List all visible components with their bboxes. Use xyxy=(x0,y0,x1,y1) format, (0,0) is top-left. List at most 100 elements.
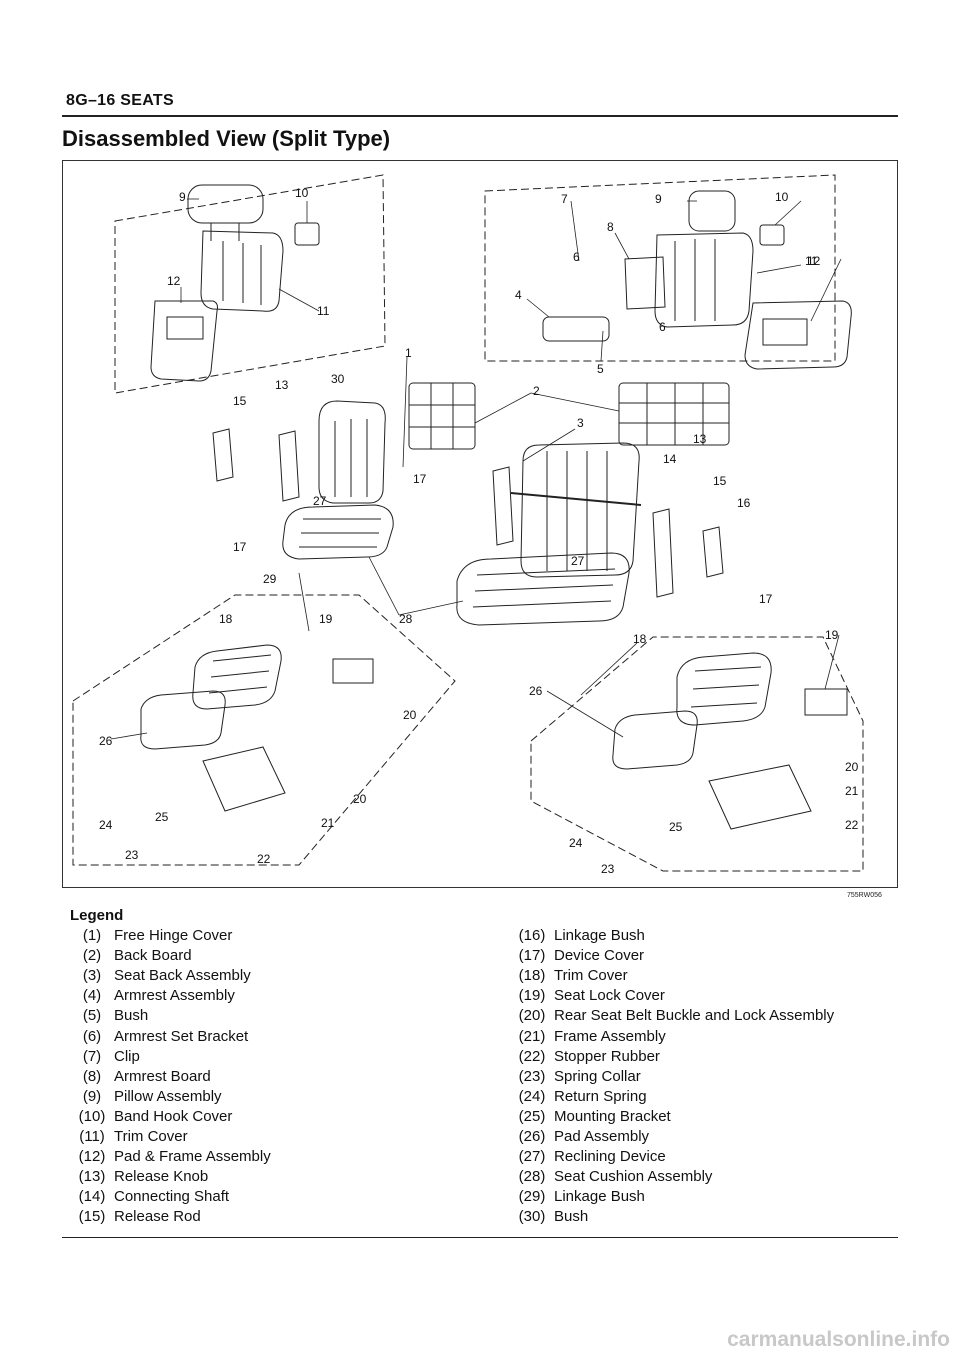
legend-item-number: (15) xyxy=(78,1208,106,1226)
callout-label: 22 xyxy=(257,852,271,866)
legend-item-label: Seat Cushion Assembly xyxy=(554,1168,713,1186)
seat-back-left xyxy=(318,400,386,504)
legend-item: (13)Release Knob xyxy=(70,1167,490,1187)
legend-item: (4)Armrest Assembly xyxy=(70,986,490,1006)
legend-item-number: (11) xyxy=(79,1128,105,1146)
callout-label: 1 xyxy=(405,346,412,360)
callout-label: 8 xyxy=(607,220,614,234)
legend-item-label: Trim Cover xyxy=(554,967,628,985)
legend-title: Legend xyxy=(70,907,124,924)
pad-assembly-lower-right xyxy=(612,710,698,770)
legend-item-label: Back Board xyxy=(114,947,192,965)
callout-label: 10 xyxy=(295,186,309,200)
callout-label: 30 xyxy=(331,372,345,386)
legend-item: (5) Bush xyxy=(70,1006,490,1026)
seat-cushion-left xyxy=(282,504,394,560)
legend-item-number: (2) xyxy=(82,947,102,965)
upper-right-group-outline xyxy=(484,174,836,362)
legend-item: (21) Frame Assembly xyxy=(510,1027,898,1047)
reclining-device-right xyxy=(652,508,674,598)
back-board-left xyxy=(408,382,476,450)
callout-label: 9 xyxy=(179,190,186,204)
legend-item-label: Linkage Bush xyxy=(554,1188,645,1206)
legend-item-number: (24) xyxy=(518,1087,546,1105)
callout-label: 22 xyxy=(845,818,859,832)
upper-left-group-outline xyxy=(114,174,386,394)
legend-item-number: (17) xyxy=(518,947,546,965)
legend-item-number: (21) xyxy=(518,1027,546,1045)
callout-label: 25 xyxy=(669,820,683,834)
legend-item-label: Connecting Shaft xyxy=(114,1188,230,1206)
legend-item-label: Rear Seat Belt Buckle and Lock Assembly xyxy=(554,1007,835,1025)
legend-item: (25)Mounting Bracket xyxy=(510,1107,898,1127)
band-hook-cover-right xyxy=(759,224,785,246)
legend-item: (26) Pad Assembly xyxy=(510,1127,898,1147)
band-hook-cover-left xyxy=(294,222,320,246)
legend-item: (30)Bush xyxy=(510,1207,898,1227)
callout-label: 6 xyxy=(659,320,666,334)
legend-item-number: (13) xyxy=(78,1168,106,1186)
armrest-assembly xyxy=(542,316,610,342)
legend-item-number: (7) xyxy=(82,1047,102,1065)
legend-item-label: Pad & Frame Assembly xyxy=(114,1148,271,1166)
callout-label: 28 xyxy=(399,612,413,626)
legend-item-number: (8) xyxy=(82,1067,102,1085)
callout-label: 18 xyxy=(633,632,647,646)
legend-item-number: (5) xyxy=(82,1007,102,1025)
legend-item-label: Armrest Board xyxy=(114,1067,211,1085)
legend-item-label: Frame Assembly xyxy=(554,1027,666,1045)
legend-item-label: Pad Assembly xyxy=(554,1128,650,1146)
legend-item-number: (12) xyxy=(78,1148,106,1166)
legend-item-number: (18) xyxy=(518,967,546,985)
pad-frame-right xyxy=(744,300,852,370)
legend-item: (22)Stopper Rubber xyxy=(510,1047,898,1067)
pad-assembly-lower-left xyxy=(140,690,226,750)
callout-label: 16 xyxy=(737,496,751,510)
callout-label: 12 xyxy=(807,254,821,268)
legend-item-label: Reclining Device xyxy=(554,1148,666,1166)
legend-item-label: Bush xyxy=(114,1007,149,1025)
callout-label: 24 xyxy=(99,818,113,832)
legend-item-label: Linkage Bush xyxy=(554,927,645,945)
legend-item: (19)Seat Lock Cover xyxy=(510,986,898,1006)
legend-item-number: (25) xyxy=(518,1107,546,1125)
callout-label: 17 xyxy=(759,592,773,606)
callout-label: 23 xyxy=(125,848,139,862)
legend-item: (6)Armrest Set Bracket xyxy=(70,1027,490,1047)
callout-label: 15 xyxy=(713,474,727,488)
legend-item-number: (22) xyxy=(518,1047,546,1065)
pad-frame-left xyxy=(150,300,218,382)
legend-item: (29)Linkage Bush xyxy=(510,1187,898,1207)
reclining-device-left xyxy=(278,430,300,502)
pillow-left xyxy=(187,184,264,224)
legend-item-number: (1) xyxy=(82,927,102,945)
legend-item: (1) Free Hinge Cover xyxy=(70,926,490,946)
legend-item-label: Armrest Assembly xyxy=(114,987,235,1005)
callout-label: 27 xyxy=(571,554,585,568)
callout-label: 5 xyxy=(597,362,604,376)
callout-label: 20 xyxy=(845,760,859,774)
legend-item-number: (26) xyxy=(518,1128,546,1146)
callout-label: 17 xyxy=(233,540,247,554)
back-board-right xyxy=(618,382,730,446)
legend-item: (18) Trim Cover xyxy=(510,966,898,986)
callout-label: 25 xyxy=(155,810,169,824)
callout-label: 10 xyxy=(775,190,789,204)
device-cover-left xyxy=(212,428,234,482)
watermark: carmanualsonline.info xyxy=(727,1328,950,1351)
legend-item: (3)Seat Back Assembly xyxy=(70,966,490,986)
callout-label: 19 xyxy=(319,612,333,626)
legend-item-label: Free Hinge Cover xyxy=(114,927,233,945)
page-title: Disassembled View (Split Type) xyxy=(62,126,391,151)
legend-item: (23)Spring Collar xyxy=(510,1067,898,1087)
callout-label: 29 xyxy=(263,572,277,586)
legend-item: (8) Armrest Board xyxy=(70,1067,490,1087)
legend-item: (2) Back Board xyxy=(70,946,490,966)
callout-label: 6 xyxy=(573,250,580,264)
callout-label: 21 xyxy=(321,816,335,830)
callout-label: 11 xyxy=(317,304,330,318)
legend-item-label: Return Spring xyxy=(554,1087,647,1105)
legend-item-number: (10) xyxy=(78,1107,106,1125)
legend-right-column: (16)Linkage Bush(17)Device Cover(18)Trim… xyxy=(510,906,898,1228)
legend-left-column: Legend (1)Free Hinge Cover(2)Back Board(… xyxy=(70,906,490,1228)
